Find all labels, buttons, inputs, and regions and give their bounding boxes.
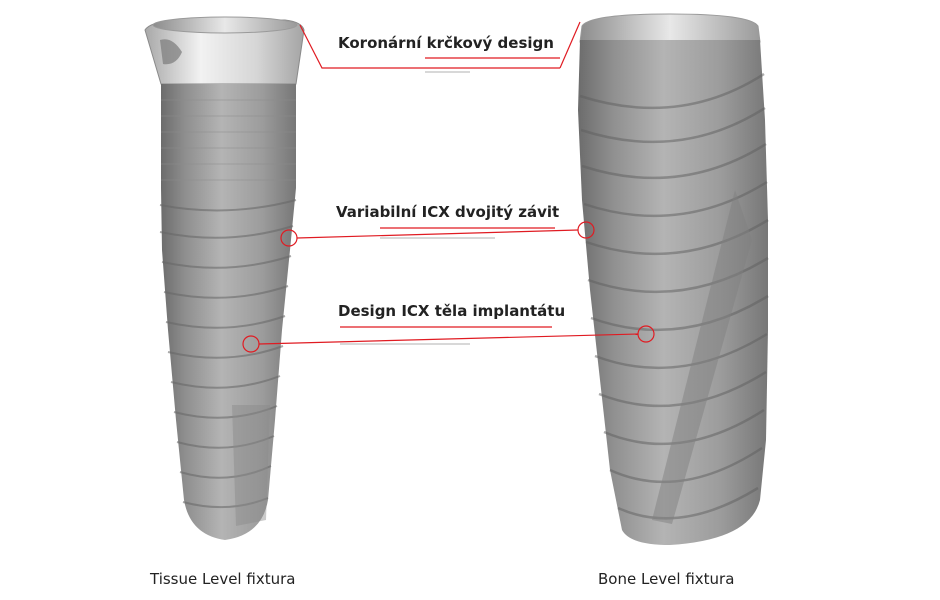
callout-body-line [258, 333, 639, 345]
decorative-gray-underlines [340, 71, 495, 345]
caption-bone-level: Bone Level fixtura [598, 570, 735, 588]
label-collar-design: Koronární krčkový design [338, 34, 554, 52]
label-icx-body: Design ICX těla implantátu [338, 302, 566, 320]
tissue-level-collar [144, 19, 305, 85]
tissue-level-collar-top [152, 16, 298, 34]
tissue-level-threaded-body [161, 188, 296, 540]
callout-collar-line-right [559, 21, 581, 69]
label-icx-thread: Variabilní ICX dvojitý závit [336, 203, 560, 221]
callout-collar [299, 21, 581, 69]
tissue-level-implant [144, 16, 305, 540]
callout-body [242, 325, 655, 353]
callout-thread [280, 221, 595, 247]
caption-tissue-level: Tissue Level fixtura [150, 570, 296, 588]
tissue-level-cutting-flute [232, 405, 270, 526]
callout-thread-line [296, 229, 579, 239]
bone-level-implant [578, 13, 769, 545]
bone-level-top-ring [579, 13, 761, 43]
bone-level-cutting-flute [652, 190, 752, 524]
tissue-level-neck-rings [161, 99, 296, 181]
tissue-level-neck [161, 84, 296, 188]
tissue-level-threads [159, 199, 297, 509]
tissue-level-collar-notch [160, 39, 182, 65]
bone-level-threads [579, 72, 769, 520]
callout-collar-line-left [299, 24, 560, 69]
